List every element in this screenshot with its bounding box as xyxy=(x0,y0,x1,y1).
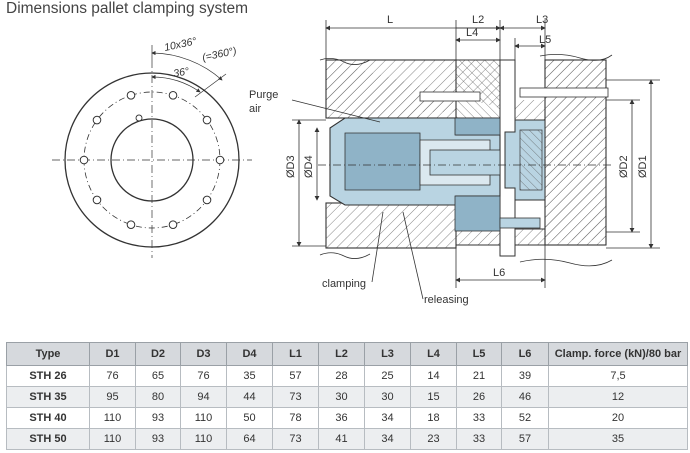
value-cell: 36 xyxy=(318,407,365,429)
type-cell: STH 26 xyxy=(6,365,90,387)
value-cell: 7,5 xyxy=(548,365,688,387)
dim-L6-label: L6 xyxy=(493,267,505,279)
pitch-single-label: 36° xyxy=(172,65,190,80)
type-cell: STH 35 xyxy=(6,386,90,408)
value-cell: 25 xyxy=(364,365,411,387)
bolt-hole xyxy=(92,195,102,205)
value-cell: 78 xyxy=(272,407,319,429)
dim-D2-label: ØD2 xyxy=(618,155,630,178)
dim-D3-label: ØD3 xyxy=(285,155,297,178)
bolt-hole xyxy=(126,91,136,100)
value-cell: 57 xyxy=(501,428,549,450)
type-cell: STH 40 xyxy=(6,407,90,429)
column-header: L4 xyxy=(410,342,457,366)
value-cell: 76 xyxy=(180,365,227,387)
column-header: L6 xyxy=(501,342,549,366)
bolt-hole xyxy=(168,220,178,229)
value-cell: 33 xyxy=(456,428,502,450)
value-cell: 41 xyxy=(318,428,365,450)
section-view: L L2 L3 L4 L5 L6 ØD3 ØD4 ØD2 ØD1 Purge a… xyxy=(249,14,660,306)
column-header: D1 xyxy=(89,342,136,366)
value-cell: 110 xyxy=(180,407,227,429)
value-cell: 35 xyxy=(226,365,273,387)
technical-drawing: 10x36° (=360°) 36° xyxy=(52,14,660,306)
value-cell: 34 xyxy=(364,428,411,450)
value-cell: 34 xyxy=(364,407,411,429)
column-header: D3 xyxy=(180,342,227,366)
value-cell: 14 xyxy=(410,365,457,387)
value-cell: 15 xyxy=(410,386,457,408)
column-header: L2 xyxy=(318,342,365,366)
dim-L3-label: L3 xyxy=(536,14,548,26)
pin-hole xyxy=(135,114,143,122)
releasing-label: releasing xyxy=(424,294,469,306)
value-cell: 93 xyxy=(135,428,181,450)
value-cell: 76 xyxy=(89,365,136,387)
air-label: air xyxy=(249,103,262,115)
value-cell: 39 xyxy=(501,365,549,387)
value-cell: 35 xyxy=(548,428,688,450)
value-cell: 57 xyxy=(272,365,319,387)
bolt-hole xyxy=(168,91,178,100)
purge-label: Purge xyxy=(249,89,278,101)
dim-D1-label: ØD1 xyxy=(637,155,649,178)
value-cell: 110 xyxy=(89,407,136,429)
type-cell: STH 50 xyxy=(6,428,90,450)
column-header: D2 xyxy=(135,342,181,366)
value-cell: 95 xyxy=(89,386,136,408)
column-header: Clamp. force (kN)/80 bar xyxy=(548,342,688,366)
clamping-label: clamping xyxy=(322,278,366,290)
bolt-hole xyxy=(202,195,212,205)
bolt-hole xyxy=(215,155,225,165)
dim-D4-label: ØD4 xyxy=(303,155,315,178)
value-cell: 64 xyxy=(226,428,273,450)
value-cell: 73 xyxy=(272,428,319,450)
value-cell: 73 xyxy=(272,386,319,408)
dim-L5-label: L5 xyxy=(539,34,551,46)
value-cell: 28 xyxy=(318,365,365,387)
dim-L-label: L xyxy=(387,14,393,26)
value-cell: 30 xyxy=(318,386,365,408)
value-cell: 33 xyxy=(456,407,502,429)
value-cell: 44 xyxy=(226,386,273,408)
dim-L4-label: L4 xyxy=(466,27,478,39)
dim-L2-label: L2 xyxy=(472,14,484,26)
value-cell: 12 xyxy=(548,386,688,408)
value-cell: 23 xyxy=(410,428,457,450)
pitch-total-label: (=360°) xyxy=(201,45,238,64)
column-header: D4 xyxy=(226,342,273,366)
bolt-hole xyxy=(126,220,136,229)
bolt-hole xyxy=(79,155,89,165)
value-cell: 18 xyxy=(410,407,457,429)
column-header: L3 xyxy=(364,342,411,366)
column-header: L1 xyxy=(272,342,319,366)
bolt-hole xyxy=(202,115,212,125)
value-cell: 65 xyxy=(135,365,181,387)
value-cell: 20 xyxy=(548,407,688,429)
bolt-hole xyxy=(92,115,102,125)
value-cell: 110 xyxy=(180,428,227,450)
page-title: Dimensions pallet clamping system xyxy=(6,0,249,17)
column-header: Type xyxy=(6,342,90,366)
value-cell: 21 xyxy=(456,365,502,387)
value-cell: 94 xyxy=(180,386,227,408)
flange-front-view: 10x36° (=360°) 36° xyxy=(52,35,252,258)
value-cell: 30 xyxy=(364,386,411,408)
value-cell: 52 xyxy=(501,407,549,429)
value-cell: 80 xyxy=(135,386,181,408)
value-cell: 93 xyxy=(135,407,181,429)
value-cell: 50 xyxy=(226,407,273,429)
value-cell: 110 xyxy=(89,428,136,450)
value-cell: 46 xyxy=(501,386,549,408)
column-header: L5 xyxy=(456,342,502,366)
pitch-count-label: 10x36° xyxy=(163,35,198,54)
value-cell: 26 xyxy=(456,386,502,408)
